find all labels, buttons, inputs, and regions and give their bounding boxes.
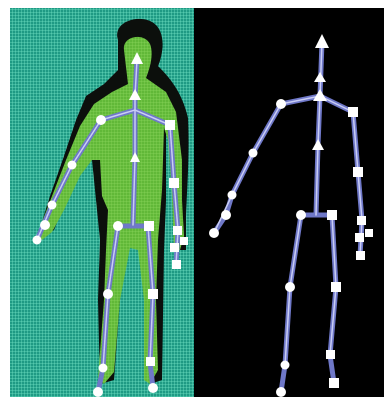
joint-circle-icon — [103, 289, 113, 299]
joint-circle-icon — [209, 228, 219, 238]
joint-square-icon — [173, 226, 182, 235]
joint-circle-icon — [249, 149, 258, 158]
depth-panel — [10, 8, 194, 397]
joint-square-icon — [353, 167, 363, 177]
joint-circle-icon — [40, 220, 50, 230]
joint-square-icon — [355, 233, 364, 242]
joint-circle-icon — [276, 387, 286, 397]
joint-square-icon — [357, 216, 366, 225]
joint-square-icon — [146, 357, 155, 366]
joint-circle-icon — [296, 210, 306, 220]
joint-square-icon — [326, 350, 335, 359]
joint-square-icon — [148, 289, 158, 299]
joint-square-icon — [365, 229, 373, 237]
joint-circle-icon — [99, 364, 108, 373]
joint-square-icon — [169, 178, 179, 188]
joint-square-icon — [180, 237, 188, 245]
joint-circle-icon — [276, 99, 286, 109]
joint-square-icon — [329, 378, 339, 388]
joint-square-icon — [327, 210, 337, 220]
joint-circle-icon — [221, 210, 231, 220]
joint-circle-icon — [113, 221, 123, 231]
joint-circle-icon — [68, 161, 77, 170]
joint-circle-icon — [148, 383, 158, 393]
joint-square-icon — [356, 251, 365, 260]
joint-circle-icon — [96, 115, 106, 125]
joint-square-icon — [331, 282, 341, 292]
skeleton-panel — [194, 8, 384, 397]
joint-square-icon — [348, 107, 358, 117]
joint-circle-icon — [281, 361, 290, 370]
joint-circle-icon — [48, 201, 57, 210]
joint-circle-icon — [93, 387, 103, 397]
joint-square-icon — [170, 243, 179, 252]
joint-circle-icon — [228, 191, 237, 200]
joint-square-icon — [165, 120, 175, 130]
joint-square-icon — [172, 260, 181, 269]
joint-circle-icon — [285, 282, 295, 292]
joint-circle-icon — [33, 236, 42, 245]
joint-square-icon — [144, 221, 154, 231]
